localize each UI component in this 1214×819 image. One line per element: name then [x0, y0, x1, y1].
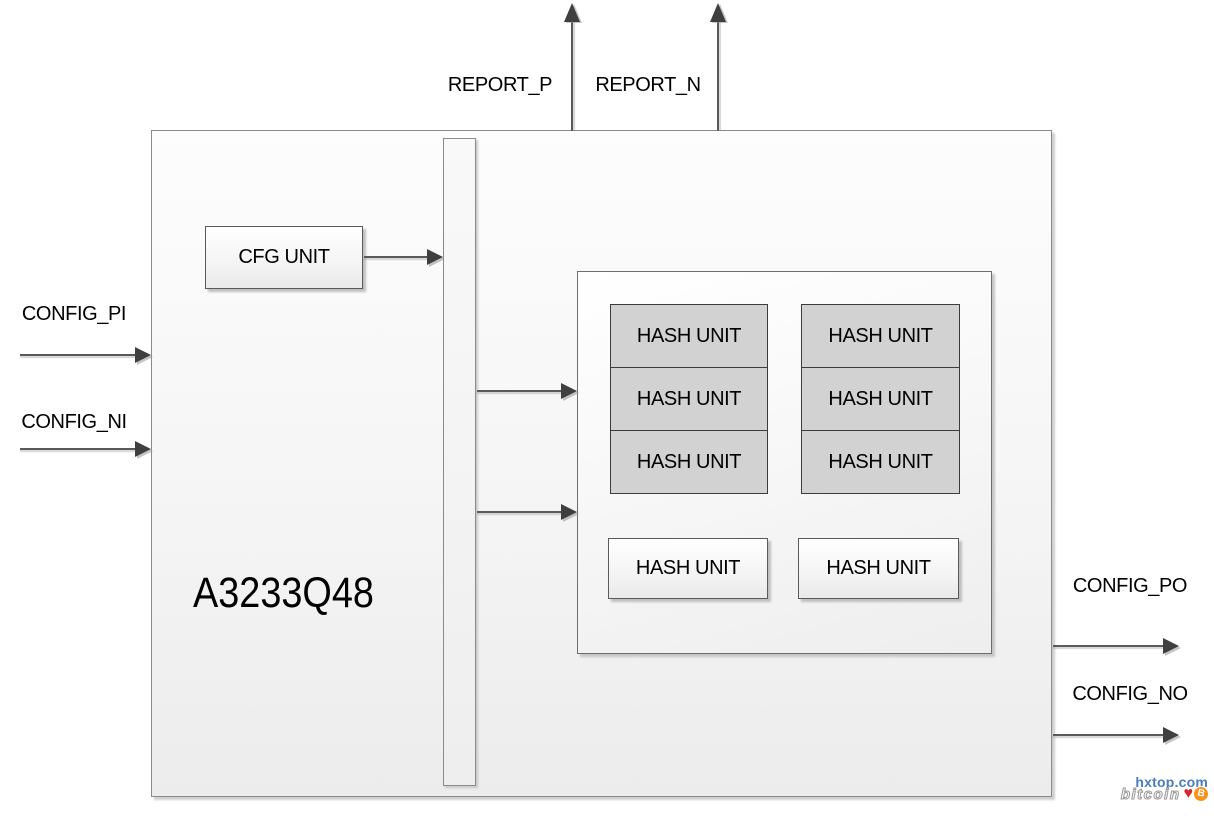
report-p-label: REPORT_P: [447, 74, 553, 96]
hash-unit-cell: HASH UNIT: [802, 430, 959, 493]
bus-to-group-line-1: [477, 390, 562, 392]
bus-to-group-arrow-right-icon-1: [561, 383, 577, 399]
watermark: hxtop.com bitcoin ♥ B: [1120, 774, 1210, 803]
config-no-line: [1053, 734, 1163, 736]
hash-unit-label: HASH UNIT: [828, 387, 933, 410]
hash-column-left: HASH UNIT HASH UNIT HASH UNIT: [610, 304, 768, 494]
report-p-line: [571, 21, 573, 131]
hash-unit-label: HASH UNIT: [636, 450, 742, 473]
hash-unit-cell: HASH UNIT: [611, 367, 767, 430]
config-pi-arrow-right-icon: [135, 347, 151, 363]
config-no-label: CONFIG_NO: [1072, 683, 1188, 705]
hash-unit-cell: HASH UNIT: [611, 430, 767, 493]
hash-unit-box-bottom-left: HASH UNIT: [608, 538, 768, 599]
config-po-line: [1053, 645, 1163, 647]
hash-unit-label: HASH UNIT: [828, 450, 933, 473]
hash-unit-label: HASH UNIT: [828, 324, 933, 347]
watermark-site: hxtop.com: [1135, 774, 1208, 790]
config-po-arrow-right-icon: [1163, 638, 1179, 654]
bus-to-group-line-2: [477, 511, 562, 513]
config-pi-line: [20, 354, 135, 356]
bus-to-group-arrow-right-icon-2: [561, 504, 577, 520]
watermark-bitcoin-word: bitcoin: [1120, 785, 1181, 803]
cfg-unit-box: CFG UNIT: [205, 226, 363, 289]
cfg-to-bus-line: [364, 256, 428, 258]
config-ni-line: [20, 448, 135, 450]
hash-unit-cell: HASH UNIT: [802, 305, 959, 367]
hash-unit-label: HASH UNIT: [636, 324, 742, 347]
config-ni-arrow-right-icon: [135, 441, 151, 457]
cfg-to-bus-arrow-right-icon: [427, 249, 443, 265]
report-p-arrow-up-icon: [564, 3, 580, 22]
hash-unit-label: HASH UNIT: [635, 557, 741, 579]
hash-unit-label: HASH UNIT: [636, 387, 742, 410]
report-n-line: [717, 21, 719, 131]
report-n-label: REPORT_N: [595, 74, 701, 96]
config-po-label: CONFIG_PO: [1072, 575, 1188, 597]
chip-label: A3233Q48: [193, 569, 374, 617]
config-no-arrow-right-icon: [1163, 727, 1179, 743]
hash-unit-cell: HASH UNIT: [802, 367, 959, 430]
config-ni-label: CONFIG_NI: [21, 411, 127, 433]
hash-column-right: HASH UNIT HASH UNIT HASH UNIT: [801, 304, 960, 494]
hash-unit-cell: HASH UNIT: [611, 305, 767, 367]
watermark-bitcoin-row: bitcoin ♥ B: [1120, 785, 1210, 803]
hash-unit-label: HASH UNIT: [826, 557, 931, 579]
cfg-unit-label: CFG UNIT: [238, 246, 330, 268]
report-n-arrow-up-icon: [710, 3, 726, 22]
config-pi-label: CONFIG_PI: [21, 303, 127, 325]
bus-bar: [443, 138, 476, 786]
hash-unit-box-bottom-right: HASH UNIT: [798, 538, 959, 599]
heart-icon: ♥: [1183, 785, 1194, 802]
